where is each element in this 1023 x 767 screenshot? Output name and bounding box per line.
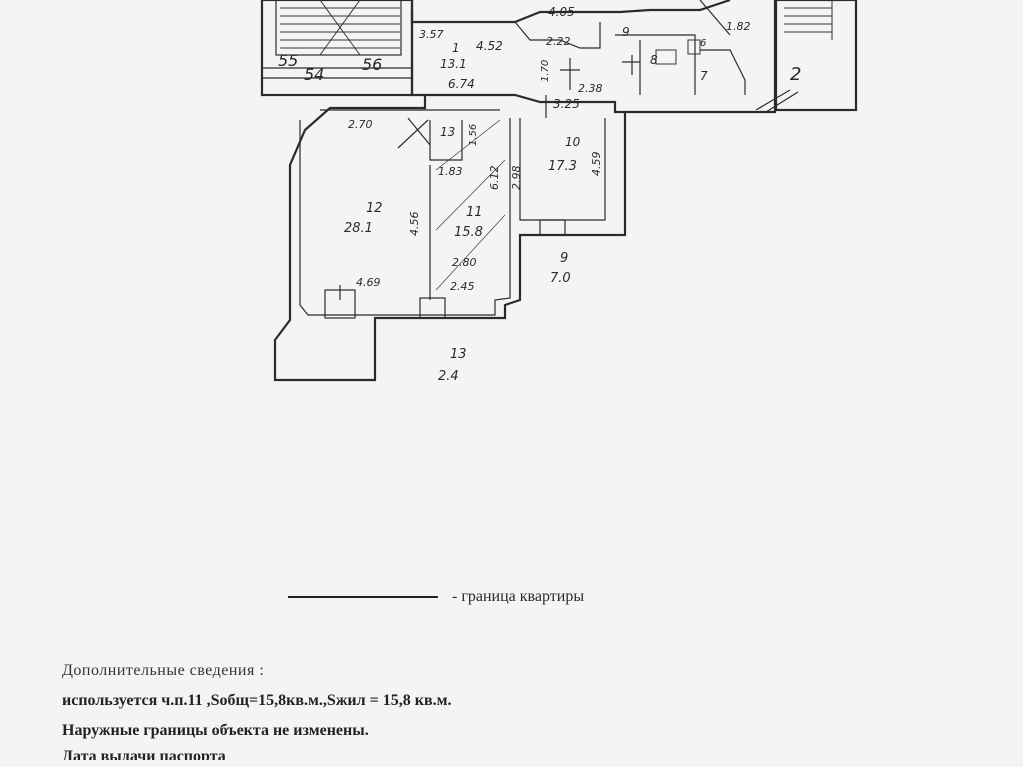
room-12-number: 12 — [366, 201, 383, 216]
dimension-4-52: 4.52 — [476, 39, 503, 53]
room-11-number: 11 — [466, 205, 483, 220]
room-13-area: 2.4 — [438, 369, 459, 384]
stair-label-55: 55 — [278, 51, 298, 70]
room-7-number: 7 — [700, 69, 708, 83]
room-10-area: 17.3 — [548, 159, 577, 174]
staircase-right — [755, 0, 858, 113]
room-10-number: 10 — [565, 135, 581, 149]
room-9-area: 7.0 — [550, 271, 571, 286]
dimension-1-83: 1.83 — [438, 165, 463, 178]
notes-usage-line: используется ч.п.11 ,Sобщ=15,8кв.м.,Sжил… — [62, 692, 452, 709]
staircase-left — [260, 0, 414, 97]
dimension-2-70: 2.70 — [348, 118, 373, 131]
dimension-4-56: 4.56 — [408, 212, 421, 237]
floor-plan: 55 54 56 2 3.57 1 4.52 13.1 6.74 2.22 4.… — [260, 0, 858, 384]
dimension-4-59: 4.59 — [590, 152, 603, 177]
room-9-number: 9 — [560, 251, 568, 266]
notes-boundaries-line: Наружные границы объекта не изменены. — [62, 722, 369, 739]
dimension-2-45: 2.45 — [450, 280, 475, 293]
notes-heading: Дополнительные сведения : — [62, 662, 265, 679]
room-6-number: 6 — [700, 38, 706, 49]
dimension-2-22: 2.22 — [546, 35, 571, 48]
room-11-area: 15.8 — [454, 225, 483, 240]
dimension-4-69: 4.69 — [356, 276, 381, 289]
dimension-6-12: 6.12 — [488, 166, 501, 191]
dimension-3-57: 3.57 — [419, 28, 444, 41]
dimension-6-74: 6.74 — [448, 77, 475, 91]
room-8-number: 8 — [650, 53, 658, 67]
apartment-boundary — [273, 0, 777, 382]
notes-issue-date-line: Дата выдачи паспорта — [62, 748, 226, 760]
dimension-1-56: 1.56 — [468, 124, 479, 146]
stair-label-56: 56 — [362, 55, 382, 74]
additional-info: Дополнительные сведения : используется ч… — [62, 656, 962, 760]
room-13-number: 13 — [450, 347, 467, 362]
stair-label-2: 2 — [790, 64, 801, 85]
dimension-1-82: 1.82 — [726, 20, 751, 33]
legend: - граница квартиры — [288, 588, 584, 606]
legend-text: - граница квартиры — [452, 588, 585, 605]
boundary-line-sample — [288, 596, 438, 598]
room-1-number: 1 — [452, 41, 460, 55]
stair-label-54: 54 — [304, 65, 324, 84]
room-1-area: 13.1 — [440, 57, 467, 71]
dimension-1-70: 1.70 — [540, 60, 551, 82]
dimension-2-38: 2.38 — [578, 82, 603, 95]
dimension-3-25: 3.25 — [553, 97, 580, 111]
room-9-top-number: 9 — [622, 25, 630, 39]
dimension-2-98: 2.98 — [510, 166, 523, 191]
dimension-2-80: 2.80 — [452, 256, 477, 269]
room-13-small-number: 13 — [440, 125, 455, 139]
plan-labels: 55 54 56 2 3.57 1 4.52 13.1 6.74 2.22 4.… — [278, 5, 801, 384]
dimension-4-05: 4.05 — [548, 5, 575, 19]
room-12-area: 28.1 — [344, 221, 373, 236]
